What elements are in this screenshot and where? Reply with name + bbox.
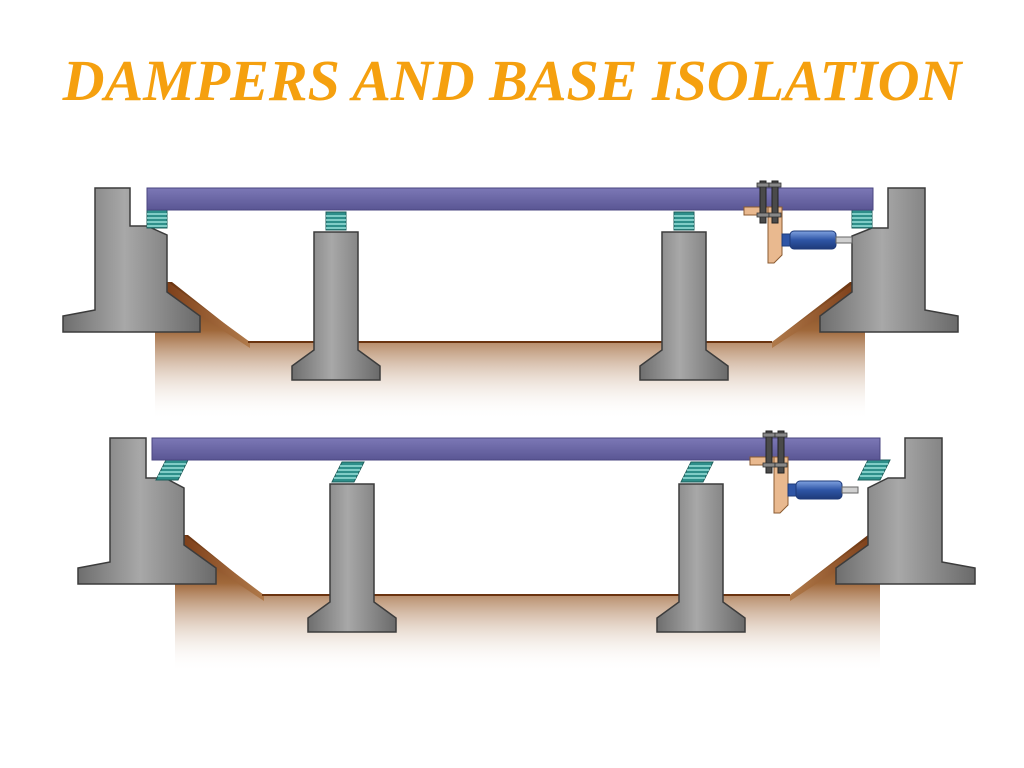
right-abutment bbox=[819, 187, 959, 333]
right-abutment bbox=[835, 437, 976, 585]
bearing-right-abutment bbox=[857, 459, 891, 481]
soil-slope-right bbox=[772, 280, 862, 348]
bearing-pier-left bbox=[325, 211, 347, 231]
pier-left bbox=[307, 483, 397, 633]
bearing-left-abutment bbox=[146, 209, 168, 229]
bearing-pier-right bbox=[673, 211, 695, 231]
soil-slope-left bbox=[177, 533, 264, 601]
bearing-pier-left bbox=[331, 461, 365, 483]
bridge-deck bbox=[151, 437, 881, 461]
soil-ground bbox=[155, 282, 865, 420]
slide-title: DAMPERS AND BASE ISOLATION bbox=[62, 48, 962, 113]
left-abutment bbox=[77, 437, 217, 585]
bearing-pier-right bbox=[680, 461, 714, 483]
soil-slope-left bbox=[160, 280, 250, 348]
soil-slope-right bbox=[790, 533, 879, 601]
diagram-at-rest bbox=[62, 180, 959, 420]
diagram-displaced bbox=[77, 430, 976, 672]
pier-left bbox=[291, 231, 381, 381]
bearing-right-abutment bbox=[851, 209, 873, 229]
pier-right bbox=[656, 483, 746, 633]
pier-right bbox=[639, 231, 729, 381]
soil-ground bbox=[175, 535, 880, 672]
left-abutment bbox=[62, 187, 201, 333]
bridge-deck bbox=[146, 187, 874, 211]
bearing-left-abutment bbox=[155, 459, 189, 481]
